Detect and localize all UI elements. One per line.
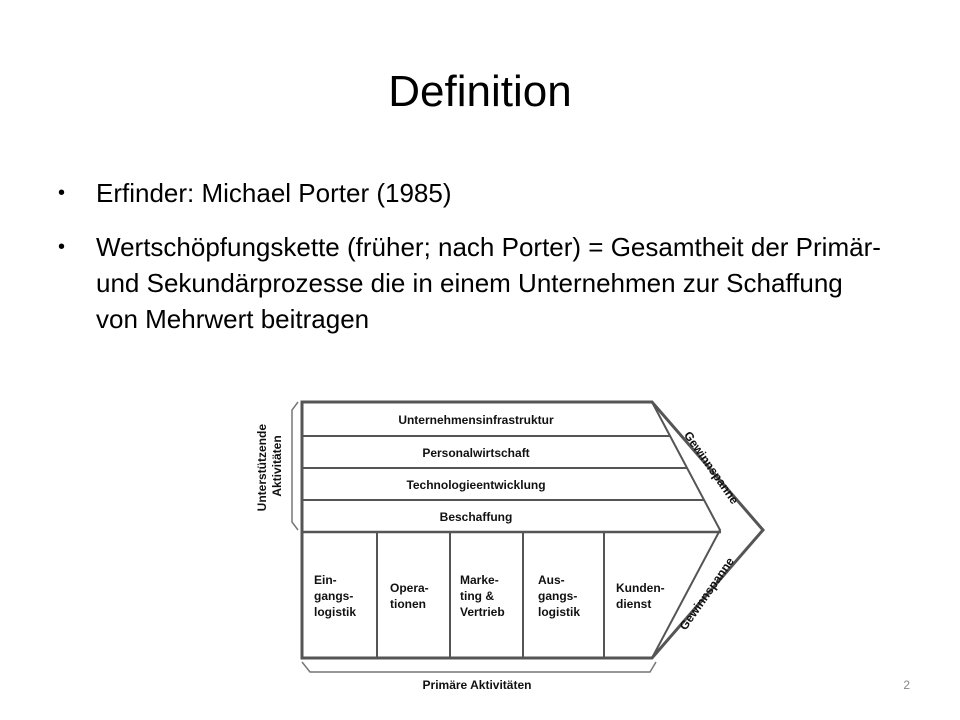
label-line: Marke- (460, 573, 499, 587)
inner-chevron-outline (302, 401, 722, 659)
margin-label-upper: Gewinnspanne (681, 429, 742, 507)
bullet-dot: • (58, 182, 66, 204)
label-line: Opera- (390, 581, 429, 595)
support-activity-label: Unternehmensinfrastruktur (398, 413, 554, 427)
support-activity-label: Beschaffung (440, 510, 513, 524)
support-activity-label: Technologieentwicklung (406, 478, 545, 492)
page-number: 2 (903, 678, 910, 692)
bullet-list: • Erfinder: Michael Porter (1985) • Wert… (58, 175, 888, 355)
diagram-shapes (291, 400, 765, 673)
label-line: Aktivitäten (270, 435, 284, 496)
label-line: Ein- (314, 573, 337, 587)
bullet-dot: • (58, 236, 66, 258)
primary-activity-label: Kunden- dienst (616, 581, 668, 611)
bullet-text: Erfinder: Michael Porter (1985) (96, 178, 452, 208)
primary-activity-label: Opera- tionen (390, 581, 432, 611)
primary-activity-label: Aus- gangs- logistik (538, 573, 581, 619)
label-line: Vertrieb (460, 605, 505, 619)
primary-activity-label: Ein- gangs- logistik (314, 573, 357, 619)
label-line: gangs- (314, 589, 353, 603)
support-activities-label: Unterstützende Aktivitäten (255, 421, 284, 512)
label-line: logistik (538, 605, 580, 619)
support-brace (291, 401, 299, 531)
label-line: Aus- (538, 573, 565, 587)
label-line: tionen (390, 597, 426, 611)
bullet-item: • Erfinder: Michael Porter (1985) (58, 175, 888, 211)
support-activity-label: Personalwirtschaft (422, 446, 529, 460)
bullet-item: • Wertschöpfungskette (früher; nach Port… (58, 229, 888, 337)
label-line: Unterstützende (255, 424, 269, 512)
label-line: Kunden- (616, 581, 665, 595)
slide-title: Definition (388, 67, 572, 116)
bullet-text: Wertschöpfungskette (früher; nach Porter… (96, 232, 881, 334)
primary-activity-label: Marke- ting & Vertrieb (460, 573, 505, 619)
label-line: dienst (616, 597, 651, 611)
primary-brace (301, 661, 657, 673)
label-line: gangs- (538, 589, 577, 603)
label-line: ting & (460, 589, 494, 603)
label-line: logistik (314, 605, 356, 619)
primary-activities-label: Primäre Aktivitäten (423, 678, 532, 692)
